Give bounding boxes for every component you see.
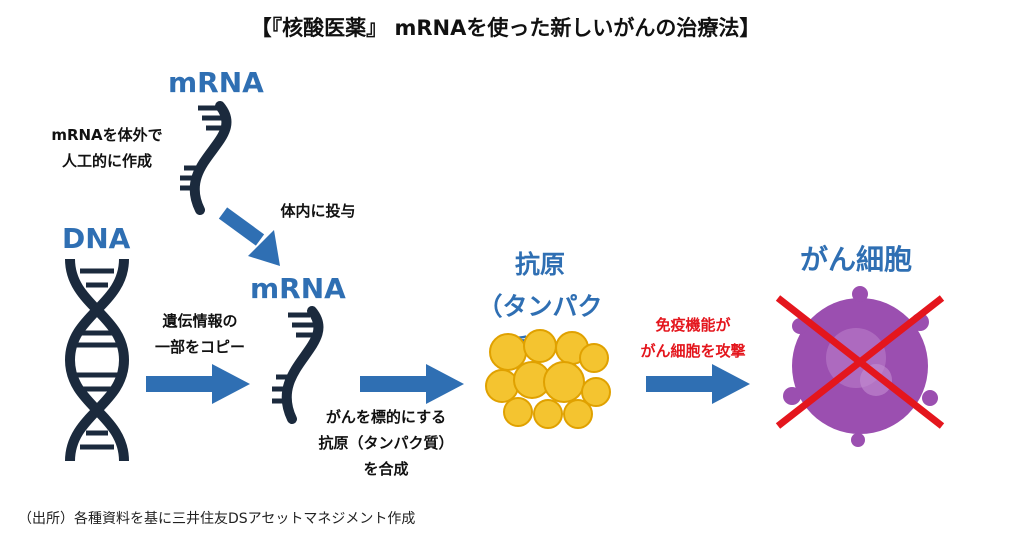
copy-label: 遺伝情報の 一部をコピー [140,308,260,360]
target-label-line2: 抗原（タンパク質） [318,434,454,452]
synthesis-arrow-icon [360,364,464,404]
mrna-top-note: mRNAを体外で 人工的に作成 [42,122,172,174]
cancer-heading: がん細胞 [800,243,913,276]
dna-heading: DNA [62,222,131,255]
mrna-top-note-line2: 人工的に作成 [61,152,152,170]
target-label: がんを標的にする 抗原（タンパク質） を合成 [300,404,472,482]
copy-label-line2: 一部をコピー [154,338,245,356]
antigen-heading-line1: 抗原 [514,250,565,279]
copy-arrow-icon [146,364,250,404]
immune-label-line1: 免疫機能が [655,316,731,334]
immune-label-line2: がん細胞を攻撃 [640,342,746,360]
antigen-protein-icon [485,329,611,429]
mrna-strand-mid-icon [272,306,324,424]
attack-arrow-icon [646,364,750,404]
mrna-mid-heading: mRNA [250,272,346,305]
inject-label: 体内に投与 [280,202,356,220]
source-note: （出所）各種資料を基に三井住友DSアセットマネジメント作成 [18,511,416,527]
mrna-top-heading: mRNA [168,66,264,99]
cancer-cell-icon [775,286,945,447]
target-label-line3: を合成 [363,460,409,478]
copy-label-line1: 遺伝情報の [162,312,238,330]
page-title: 【『核酸医薬』 mRNAを使った新しいがんの治療法】 [250,16,761,40]
mrna-top-note-line1: mRNAを体外で [51,126,163,144]
inject-arrow-icon [218,207,280,266]
mrna-strand-top-icon [180,101,232,215]
immune-label: 免疫機能が がん細胞を攻撃 [628,312,758,364]
dna-helix-icon [64,258,130,462]
target-label-line1: がんを標的にする [325,408,447,426]
